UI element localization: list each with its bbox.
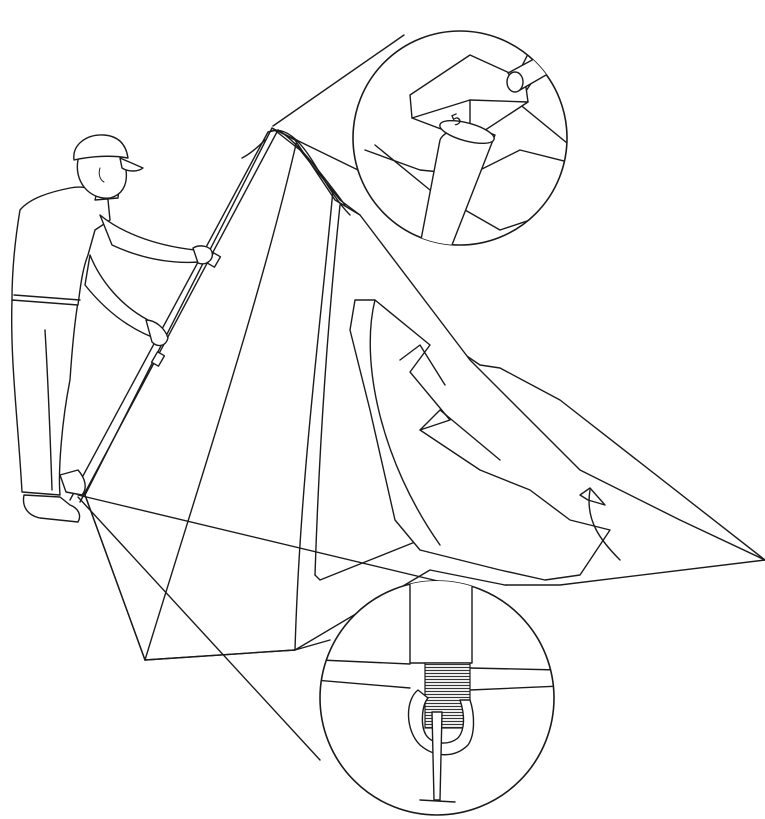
detail-pole-tip-callout: 5 [353,30,600,250]
